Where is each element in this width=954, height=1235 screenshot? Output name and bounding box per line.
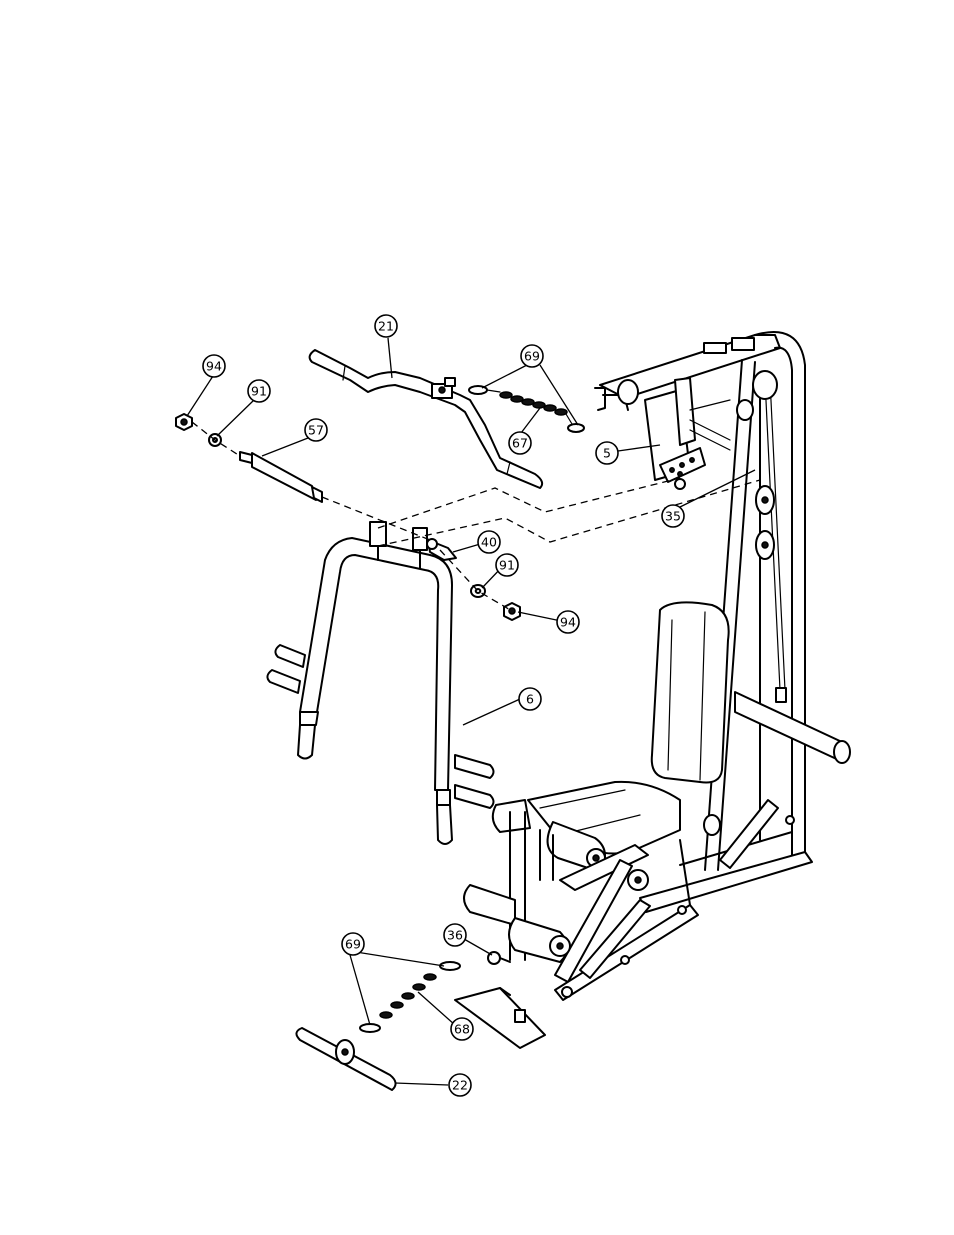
svg-text:94: 94: [206, 359, 222, 374]
lat-bar: [310, 350, 543, 488]
svg-text:36: 36: [447, 928, 463, 943]
svg-text:21: 21: [378, 319, 394, 334]
back-pad: [652, 602, 729, 782]
svg-text:6: 6: [526, 692, 534, 707]
callout-94-left: 94: [203, 355, 225, 377]
svg-text:91: 91: [251, 384, 267, 399]
svg-text:40: 40: [481, 535, 497, 550]
axle-hardware: [176, 414, 520, 620]
callout-68: 68: [451, 1018, 473, 1040]
callout-94-right: 94: [557, 611, 579, 633]
svg-text:5: 5: [603, 446, 611, 461]
svg-text:91: 91: [499, 558, 515, 573]
callout-5: 5: [596, 442, 618, 464]
svg-text:67: 67: [512, 436, 528, 451]
callout-21: 21: [375, 315, 397, 337]
svg-text:57: 57: [308, 423, 324, 438]
callout-6: 6: [519, 688, 541, 710]
svg-text:69: 69: [524, 349, 540, 364]
callout-91-right: 91: [496, 554, 518, 576]
callout-57: 57: [305, 419, 327, 441]
callout-40: 40: [478, 531, 500, 553]
callout-91-left: 91: [248, 380, 270, 402]
svg-text:35: 35: [665, 509, 681, 524]
svg-text:68: 68: [454, 1022, 470, 1037]
svg-text:94: 94: [560, 615, 576, 630]
callout-69-bottom: 69: [342, 933, 364, 955]
seat-assembly: [455, 782, 698, 1048]
lower-handle: [296, 952, 510, 1090]
callout-36: 36: [444, 924, 466, 946]
svg-text:69: 69: [345, 937, 361, 952]
svg-text:22: 22: [452, 1078, 468, 1093]
callout-69-top: 69: [521, 345, 543, 367]
callout-22: 22: [449, 1074, 471, 1096]
callout-67: 67: [509, 432, 531, 454]
callout-35: 35: [662, 505, 684, 527]
